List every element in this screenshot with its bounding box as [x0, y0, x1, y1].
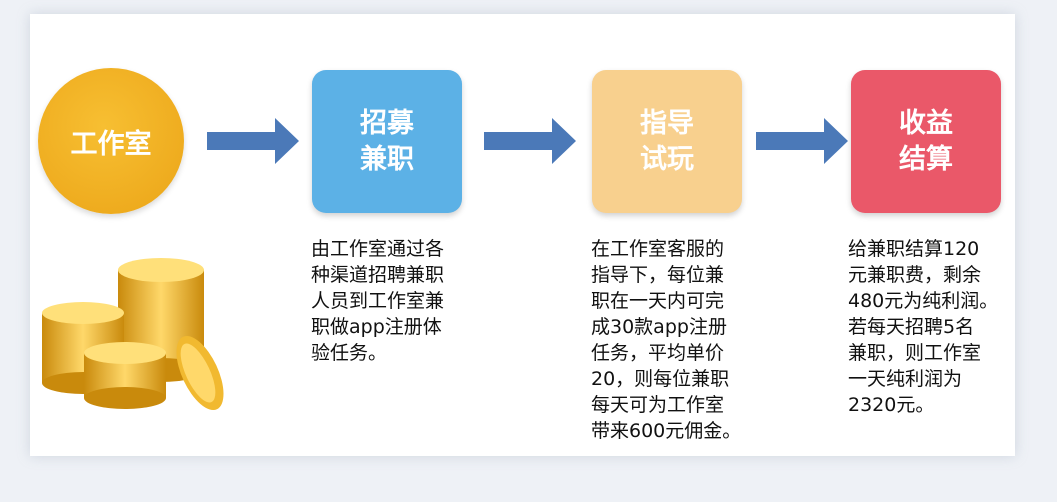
desc-line: 种渠道招聘兼职: [311, 264, 445, 286]
gold-coins-icon: [42, 258, 224, 411]
desc-line: 验任务。: [311, 342, 388, 364]
step-title: 结算: [899, 143, 953, 175]
desc-line: 在工作室客服的: [591, 238, 725, 260]
desc-line: 20，则每位兼职: [591, 368, 730, 390]
desc-line: 一天纯利润为: [848, 368, 963, 390]
desc-line: 由工作室通过各: [311, 238, 445, 260]
desc-line: 职在一天内可完: [591, 290, 725, 312]
desc-line: 任务，平均单价: [591, 342, 725, 364]
start-label: 工作室: [70, 128, 152, 160]
desc-line: 480元为纯利润。: [848, 290, 999, 312]
desc-line: 职做app注册体: [311, 316, 442, 338]
start-node-studio: 工作室: [38, 68, 184, 214]
arrow-icon: [756, 118, 848, 164]
arrow-icon: [207, 118, 299, 164]
desc-line: 兼职，则工作室: [848, 342, 982, 364]
desc-line: 带来600元佣金。: [591, 420, 742, 442]
desc-line: 每天可为工作室: [591, 394, 725, 416]
desc-line: 给兼职结算120: [848, 238, 980, 260]
step-title: 招募: [360, 107, 414, 139]
step-guide: 指导试玩: [592, 70, 742, 213]
step-description: 由工作室通过各 种渠道招聘兼职 人员到工作室兼 职做app注册体 验任务。: [311, 236, 444, 366]
desc-line: 2320元。: [848, 394, 935, 416]
step-title: 试玩: [640, 143, 694, 175]
step-title: 兼职: [360, 143, 414, 175]
desc-line: 元兼职费，剩余: [848, 264, 982, 286]
desc-line: 指导下，每位兼: [591, 264, 725, 286]
arrow-icon: [484, 118, 576, 164]
step-settle: 收益结算: [851, 70, 1001, 213]
step-title: 指导: [640, 107, 694, 139]
step-description: 给兼职结算120 元兼职费，剩余 480元为纯利润。 若每天招聘5名 兼职，则工…: [848, 236, 998, 418]
desc-line: 成30款app注册: [591, 316, 727, 338]
step-description: 在工作室客服的 指导下，每位兼 职在一天内可完 成30款app注册 任务，平均单…: [591, 236, 741, 444]
desc-line: 人员到工作室兼: [311, 290, 445, 312]
desc-line: 若每天招聘5名: [848, 316, 975, 338]
step-recruit: 招募兼职: [312, 70, 462, 213]
step-title: 收益: [899, 107, 953, 139]
